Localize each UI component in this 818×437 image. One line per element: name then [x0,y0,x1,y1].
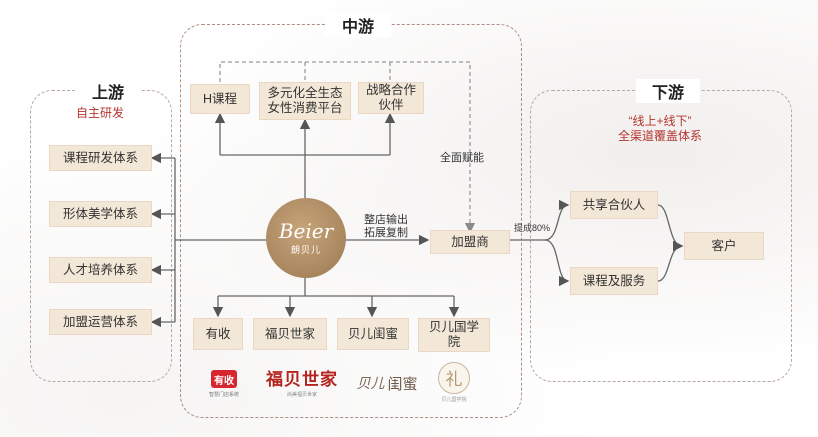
profit-share-label: 提成80% [513,223,550,233]
youshou-caption: 智慧门店系统 [208,392,239,398]
logo-script-text: Beier [278,218,334,243]
upstream-box-talent: 人才培养体系 [49,257,152,283]
upstream-box-franchise-ops: 加盟运营体系 [49,309,152,335]
empower-label: 全面赋能 [440,152,484,164]
fubei-logo: 福贝世家 尚美福贝世家 [257,368,347,400]
mid-box-guoxue-line2: 院 [447,335,461,349]
mid-box-beier-guimi: 贝儿闺蜜 [337,318,409,350]
fubei-logo-text: 福贝世家 [266,369,338,389]
upstream-box-body-aesthetics: 形体美学体系 [49,201,152,227]
mid-box-partner-line2: 伙伴 [378,98,404,112]
downstream-subtitle-line1: “线上+线下” [628,114,692,128]
customer-box: 客户 [684,232,764,260]
mid-box-beier-guoxue: 贝儿国学 院 [418,318,490,352]
output-label-line1: 整店输出 [364,214,408,226]
franchisee-box: 加盟商 [430,230,510,254]
mid-box-youshou-label: 有收 [205,326,231,341]
upstream-box-course-rd: 课程研发体系 [49,145,152,171]
mid-box-h-course: H课程 [190,84,250,114]
output-label-line2: 拓展复制 [364,227,408,239]
mid-box-ecosystem-platform: 多元化全生态 女性消费平台 [259,82,351,120]
mid-box-fubei-shijia: 福贝世家 [253,318,327,350]
guimi-logo: 贝儿 闺蜜 [352,366,422,400]
mid-box-ecosystem-line1: 多元化全生态 [267,86,343,100]
guimi-logo-script: 贝儿 [356,376,385,392]
mid-box-guimi-label: 贝儿闺蜜 [347,326,398,341]
downstream-subtitle-line2: 全渠道覆盖体系 [617,129,702,143]
youshou-logo: 有收 智慧门店系统 [202,366,246,402]
guoxue-caption: 贝儿国学院 [441,396,467,403]
mid-box-youshou: 有收 [193,318,243,350]
mid-box-guoxue-line1: 贝儿国学 [428,320,479,334]
midstream-title: 中游 [325,13,391,37]
mid-box-partner-line1: 战略合作 [365,83,416,97]
guimi-logo-text: 闺蜜 [387,375,418,393]
guoxue-emblem: 礼 [438,361,470,394]
mid-box-strategic-partner: 战略合作 伙伴 [358,82,424,114]
youshou-badge-text: 有收 [214,375,234,387]
guoxue-emblem-char: 礼 [445,370,463,390]
logo-chinese-name: 朗贝儿 [290,244,321,255]
fubei-logo-caption: 尚美福贝世家 [286,391,317,398]
mid-box-fubei-label: 福贝世家 [264,326,315,341]
downstream-box-shared-partner: 共享合伙人 [570,191,658,219]
brand-logo-circle: Beier 朗贝儿 [266,198,346,278]
downstream-box-course-service: 课程及服务 [570,267,658,295]
upstream-title: 上游 [76,79,140,103]
guoxue-logo: 礼 贝儿国学院 [432,360,476,404]
upstream-subtitle: 自主研发 [75,106,124,120]
youshou-badge: 有收 [211,370,237,388]
downstream-title: 下游 [636,79,700,103]
mid-box-h-course-label: H课程 [202,91,238,106]
mid-box-ecosystem-line2: 女性消费平台 [267,101,343,115]
